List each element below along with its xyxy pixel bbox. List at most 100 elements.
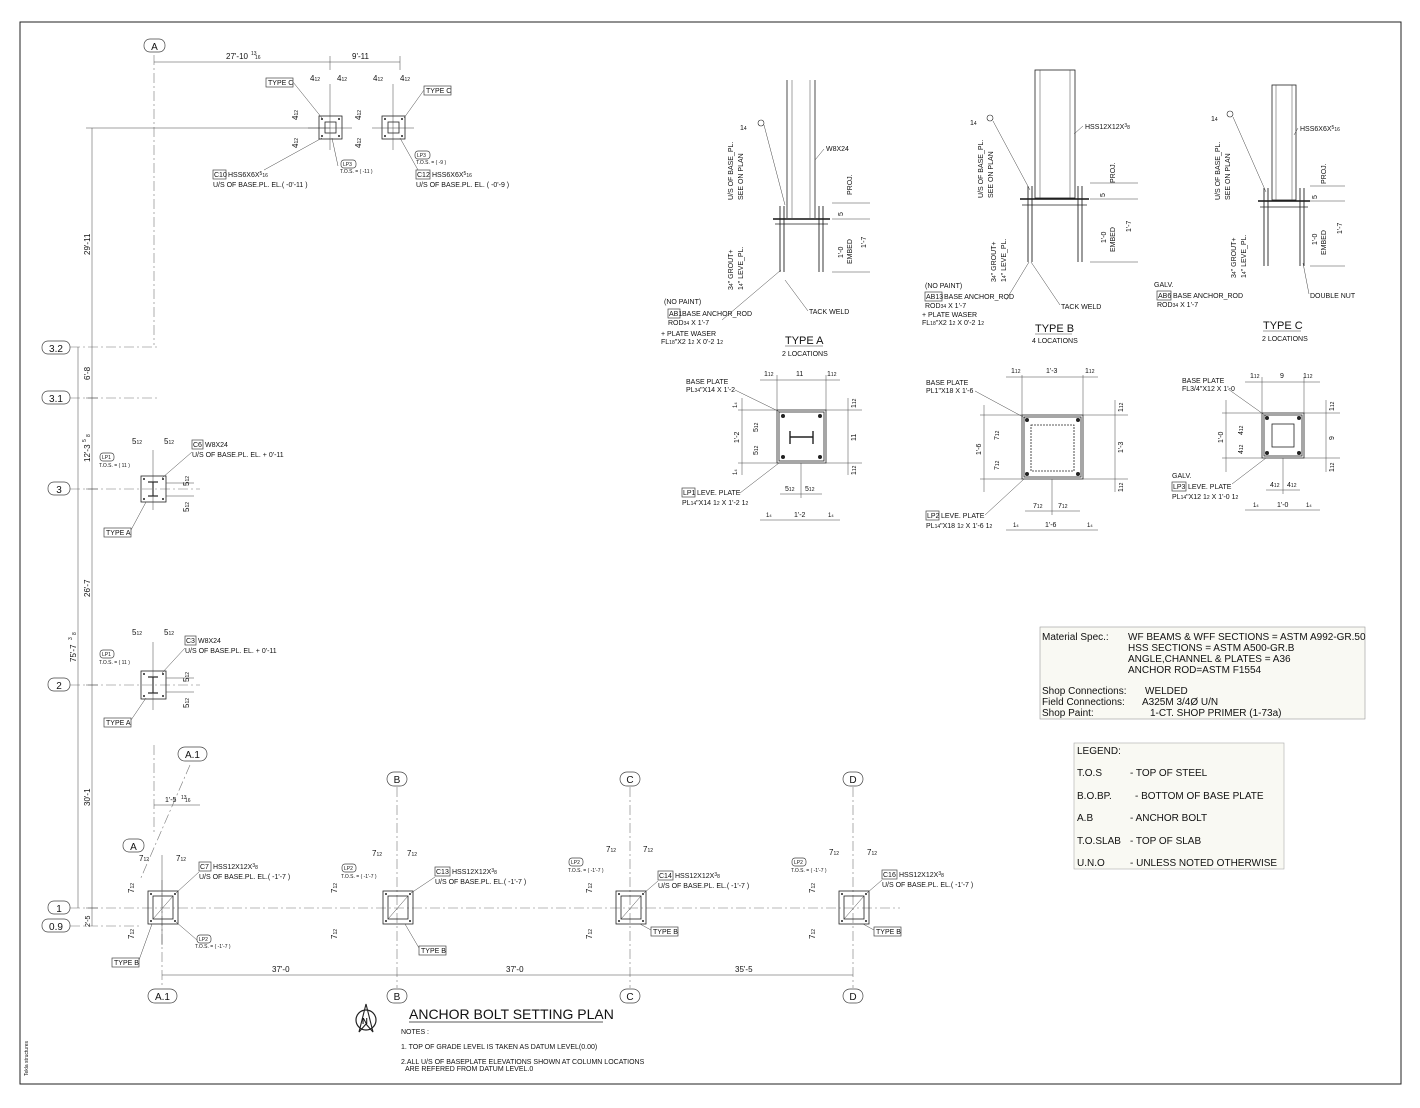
svg-text:HSS12X12X38: HSS12X12X38 [675, 872, 720, 880]
svg-text:9: 9 [1329, 436, 1336, 440]
svg-text:1'-0: 1'-0 [1312, 233, 1319, 245]
svg-text:T.O.S. = ( -1'-7 ): T.O.S. = ( -1'-7 ) [195, 944, 231, 950]
svg-text:PROJ.: PROJ. [847, 174, 854, 195]
svg-text:512: 512 [132, 437, 142, 446]
svg-text:712: 712 [372, 849, 382, 858]
notes-heading: NOTES : [401, 1029, 429, 1036]
svg-text:Shop Connections:: Shop Connections: [1042, 686, 1127, 697]
north-arrow-icon: N [355, 1003, 377, 1033]
svg-text:LEVE. PLATE: LEVE. PLATE [941, 513, 985, 520]
svg-text:512: 512 [182, 502, 191, 512]
svg-text:8: 8 [86, 434, 92, 437]
svg-text:27'-10: 27'-10 [226, 52, 249, 61]
svg-text:2 LOCATIONS: 2 LOCATIONS [1262, 336, 1308, 343]
column-c13: 712 712 712 712 C13 HSS12X12X38 U/S OF B… [330, 849, 526, 956]
svg-text:2 LOCATIONS: 2 LOCATIONS [782, 351, 828, 358]
grid-bubble-a-top: A [143, 38, 166, 53]
svg-text:14: 14 [970, 120, 977, 127]
svg-text:712: 712 [808, 929, 817, 939]
svg-text:A: A [130, 842, 137, 853]
svg-text:112: 112 [827, 371, 837, 378]
svg-text:712: 712 [994, 460, 1001, 470]
svg-text:712: 712 [585, 883, 594, 893]
svg-text:TACK WELD: TACK WELD [809, 309, 849, 316]
svg-text:75'-7: 75'-7 [69, 644, 78, 662]
svg-text:13: 13 [181, 795, 187, 801]
svg-text:712: 712 [330, 929, 339, 939]
svg-text:1'-7: 1'-7 [1126, 220, 1133, 232]
svg-text:PROJ.: PROJ. [1110, 162, 1117, 183]
svg-text:W8X24: W8X24 [198, 638, 221, 645]
svg-text:1'-7: 1'-7 [1337, 222, 1344, 234]
svg-text:HSS6X6X516: HSS6X6X516 [228, 171, 268, 179]
svg-text:U/S OF BASE_PL.: U/S OF BASE_PL. [978, 140, 985, 198]
svg-text:+ PLATE WASER: + PLATE WASER [922, 312, 977, 319]
svg-text:TYPE C: TYPE C [1263, 320, 1303, 332]
svg-text:EMBED: EMBED [1321, 230, 1328, 255]
svg-text:35'-5: 35'-5 [735, 965, 753, 974]
svg-text:12'-3: 12'-3 [83, 444, 92, 462]
svg-text:1'-0: 1'-0 [1277, 502, 1289, 509]
svg-text:TYPE A: TYPE A [106, 530, 131, 537]
svg-text:1'-7: 1'-7 [861, 236, 868, 248]
legend-desc: - UNLESS NOTED OTHERWISE [1130, 858, 1277, 869]
svg-text:T.O.S. = ( -1'-7 ): T.O.S. = ( -1'-7 ) [341, 874, 377, 880]
column-c7: 712 712 712 712 C7 HSS12X12X38 U/S OF BA… [111, 854, 290, 968]
side-credit: Tekla structures [24, 1040, 30, 1076]
svg-text:34" GROUT+: 34" GROUT+ [991, 242, 998, 283]
svg-text:FL18"X2 12 X 0'-2 12: FL18"X2 12 X 0'-2 12 [661, 339, 723, 346]
svg-text:PL34"X14 X 1'-2: PL34"X14 X 1'-2 [686, 387, 735, 394]
svg-text:U/S OF BASE.PL. EL. + 0'-11: U/S OF BASE.PL. EL. + 0'-11 [185, 648, 277, 655]
svg-text:412: 412 [1238, 425, 1245, 435]
svg-text:712: 712 [407, 849, 417, 858]
column-c3: 512 512 512 512 C3 W8X24 U/S OF BASE.PL.… [99, 628, 277, 728]
svg-text:SEE ON PLAN: SEE ON PLAN [1225, 153, 1232, 200]
svg-text:13: 13 [251, 51, 257, 57]
svg-text:LP3: LP3 [343, 162, 352, 168]
note-2-cont: ARE REFERED FROM DATUM LEVEL.0 [405, 1066, 533, 1073]
column-c10: 412 412 412 412 TYPE C C10 HSS6X6X516 U/… [212, 74, 373, 189]
svg-text:TYPE B: TYPE B [1035, 323, 1074, 335]
svg-text:U/S OF BASE_PL.: U/S OF BASE_PL. [1215, 142, 1222, 200]
svg-text:112: 112 [1118, 482, 1125, 492]
svg-text:LP2: LP2 [794, 860, 803, 866]
detail-type-c-plate: 112 9 112 BASE PLATE FL3/4"X12 X 1'-0 1'… [1171, 373, 1340, 511]
svg-text:11: 11 [851, 434, 858, 441]
svg-text:BASE ANCHOR_ROD: BASE ANCHOR_ROD [682, 311, 752, 318]
svg-text:SEE ON PLAN: SEE ON PLAN [738, 153, 745, 200]
grid-bubble-c-top: C [619, 771, 641, 787]
note-1: 1. TOP OF GRADE LEVEL IS TAKEN AS DATUM … [401, 1044, 597, 1051]
grid-bubble-a1-top: A.1 [177, 746, 208, 762]
svg-text:Material Spec.:: Material Spec.: [1042, 632, 1109, 643]
svg-text:EMBED: EMBED [847, 239, 854, 264]
svg-text:ROD34 X 1'-7: ROD34 X 1'-7 [668, 320, 709, 327]
svg-text:5: 5 [838, 212, 845, 216]
svg-text:+ PLATE WASER: + PLATE WASER [661, 331, 716, 338]
svg-text:TACK WELD: TACK WELD [1061, 304, 1101, 311]
svg-text:A325M 3/4Ø U/N: A325M 3/4Ø U/N [1142, 697, 1218, 708]
svg-text:0.9: 0.9 [49, 922, 63, 933]
svg-text:512: 512 [182, 672, 191, 682]
svg-text:LP1: LP1 [102, 652, 111, 658]
svg-text:3.2: 3.2 [49, 344, 63, 355]
svg-text:LP3: LP3 [417, 153, 426, 159]
svg-text:LP2: LP2 [571, 860, 580, 866]
svg-text:PL14"X12 12 X 1'-0 12: PL14"X12 12 X 1'-0 12 [1172, 494, 1239, 501]
svg-text:C16: C16 [883, 872, 896, 879]
column-c6: 512 512 512 512 C6 W8X24 U/S OF BASE.PL.… [99, 437, 284, 538]
svg-text:712: 712 [1058, 503, 1068, 510]
grid-bubble-row-2: 2 [47, 677, 71, 692]
svg-text:BASE ANCHOR_ROD: BASE ANCHOR_ROD [944, 294, 1014, 301]
svg-text:GALV.: GALV. [1172, 473, 1192, 480]
svg-text:14: 14 [1087, 523, 1093, 529]
svg-text:112: 112 [851, 398, 858, 408]
svg-text:8: 8 [72, 632, 78, 635]
legend-desc: - ANCHOR BOLT [1130, 813, 1207, 824]
svg-text:112: 112 [1085, 368, 1095, 375]
svg-text:11: 11 [796, 371, 803, 378]
svg-text:512: 512 [785, 486, 795, 493]
svg-text:TYPE C: TYPE C [268, 80, 293, 87]
svg-text:LP2: LP2 [199, 937, 208, 943]
svg-text:LEVE. PLATE: LEVE. PLATE [697, 490, 741, 497]
